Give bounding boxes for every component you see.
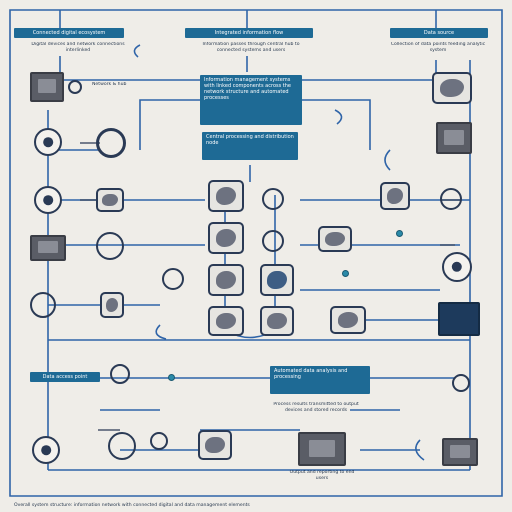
document-icon [318, 226, 352, 252]
node-icon [32, 436, 60, 464]
document-icon [208, 180, 244, 212]
circle-label: Network & hub [92, 82, 127, 87]
monitor-icon [30, 72, 64, 102]
bottom-center-note: Process results transmitted to output de… [273, 402, 359, 413]
person-icon [208, 306, 244, 336]
node-icon [452, 374, 470, 392]
node-icon [342, 270, 349, 277]
left-mid-tag: Data access point [30, 372, 100, 382]
node-icon [162, 268, 184, 290]
hub-tag: Information management systems with link… [200, 75, 302, 125]
footer-caption: Overall system structure: information ne… [14, 503, 250, 508]
top-right-tag: Data source [390, 28, 488, 38]
node-icon [396, 230, 403, 237]
hub-tag-secondary: Central processing and distribution node [202, 132, 298, 160]
top-center-tag: Integrated information flow [185, 28, 313, 38]
node-icon [262, 230, 284, 252]
node-icon [34, 186, 62, 214]
document-icon [260, 264, 294, 296]
gear-icon [108, 432, 136, 460]
device-icon [330, 306, 366, 334]
top-center-note: Information passes through central hub t… [202, 42, 300, 53]
node-icon [440, 188, 462, 210]
gear-icon [96, 128, 126, 158]
node-icon [68, 80, 82, 94]
node-icon [262, 188, 284, 210]
node-icon [150, 432, 168, 450]
server-icon [96, 188, 124, 212]
device-icon [432, 72, 472, 104]
device-icon [208, 222, 244, 254]
server-icon [380, 182, 410, 210]
top-right-note: Collection of data points feeding analyt… [390, 42, 486, 53]
person-icon [100, 292, 124, 318]
monitor-icon [30, 235, 66, 261]
top-left-note: Digital devices and network connections … [31, 42, 125, 53]
node-icon [34, 128, 62, 156]
monitor-icon [442, 438, 478, 466]
person-icon [260, 306, 294, 336]
node-icon [168, 374, 175, 381]
node-icon [30, 292, 56, 318]
cloud-icon [96, 232, 124, 260]
device-icon [208, 264, 244, 296]
top-left-tag: Connected digital ecosystem [14, 28, 124, 38]
device-icon [198, 430, 232, 460]
bottom-center-tag: Automated data analysis and processing [270, 366, 370, 394]
monitor-icon [438, 302, 480, 336]
monitor-icon [298, 432, 346, 466]
monitor-icon [436, 122, 472, 154]
node-icon [110, 364, 130, 384]
node-icon [442, 252, 472, 282]
bottom-right-note: Output and reporting to end users [289, 470, 355, 481]
